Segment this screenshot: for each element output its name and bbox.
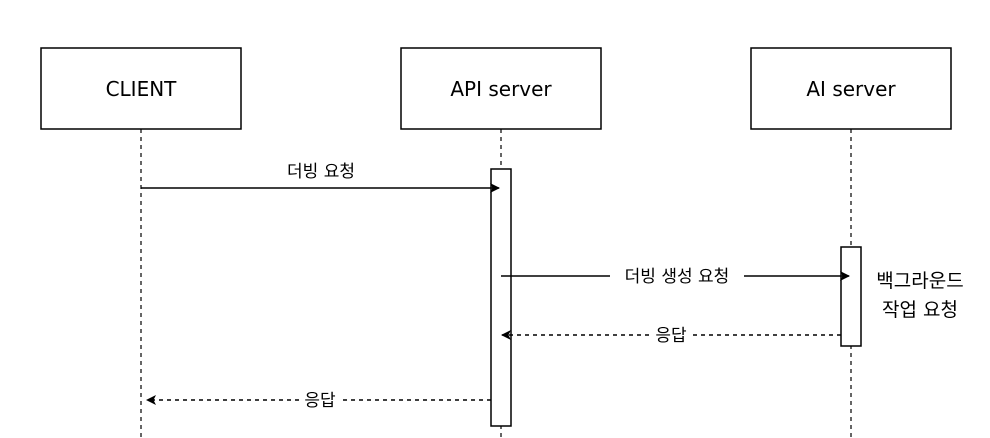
note-line-1: 백그라운드 [876,270,963,292]
message-api-response-label: 응답 [304,391,336,411]
participant-api-server-label: API server [450,77,552,101]
activation-bar-api [490,168,512,427]
participant-ai-server-label: AI server [806,77,896,101]
message-dubbing-create-request-label: 더빙 생성 요청 [625,267,730,287]
participant-client[interactable]: CLIENT [40,47,242,130]
participant-ai-server[interactable]: AI server [750,47,952,130]
activation-bar-ai [840,246,862,347]
participant-api-server[interactable]: API server [400,47,602,130]
message-dubbing-request-label: 더빙 요청 [287,162,355,182]
background-job-note: 백그라운드 작업 요청 [876,270,963,321]
participant-client-label: CLIENT [106,77,178,101]
message-ai-response-label: 응답 [655,326,687,346]
note-line-2: 작업 요청 [882,299,958,321]
